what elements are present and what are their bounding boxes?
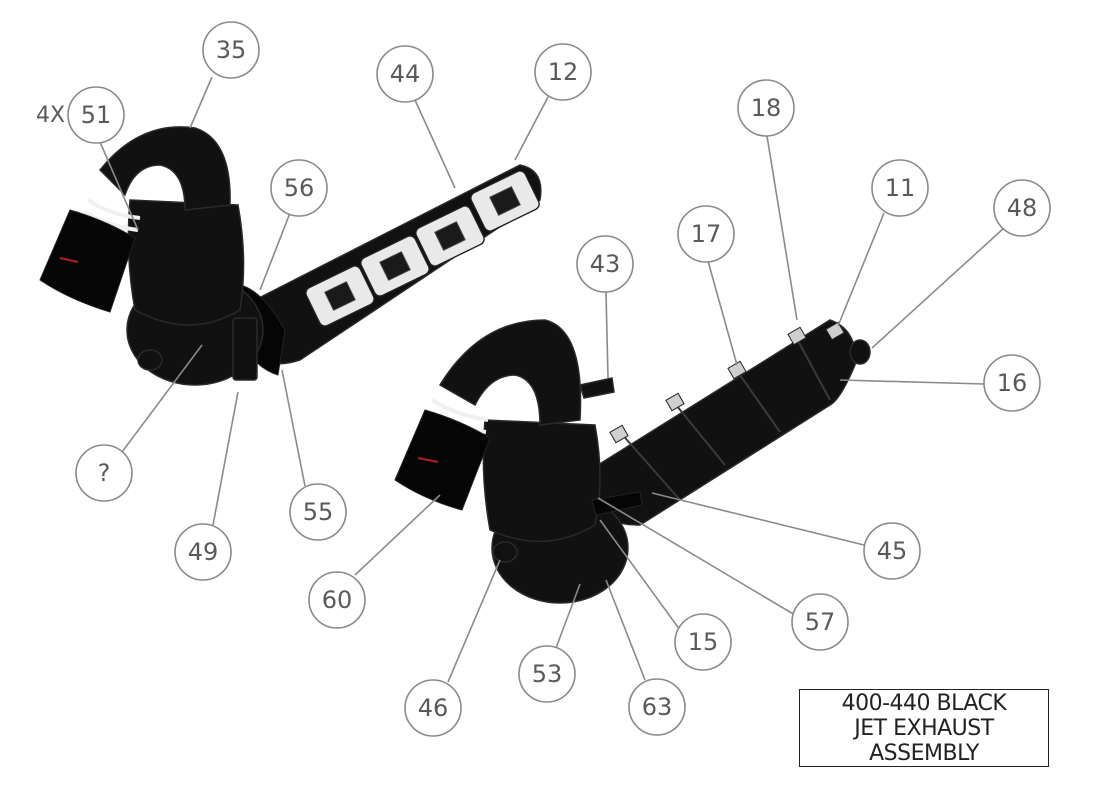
leader-question xyxy=(121,344,203,453)
right-exhaust-assembly xyxy=(394,319,871,604)
leader-18 xyxy=(766,135,798,321)
right-small-pipe xyxy=(591,491,643,516)
svg-text:44: 44 xyxy=(390,60,421,88)
svg-text:12: 12 xyxy=(548,58,579,86)
title-line-2: JET EXHAUST xyxy=(854,715,994,741)
right-sensor xyxy=(579,377,615,399)
svg-text:17: 17 xyxy=(691,220,722,248)
balloon-48: 48 xyxy=(993,179,1051,237)
svg-text:45: 45 xyxy=(877,537,908,565)
left-manifold-flanges xyxy=(305,170,540,327)
svg-text:49: 49 xyxy=(188,538,219,566)
left-bracket xyxy=(232,317,258,381)
leader-15 xyxy=(599,519,681,631)
right-bottom-fitting xyxy=(492,541,518,563)
leader-35 xyxy=(189,76,213,129)
balloon-49: 49 xyxy=(174,523,232,581)
svg-text:15: 15 xyxy=(688,628,719,656)
svg-text:18: 18 xyxy=(751,94,782,122)
left-upper-bend xyxy=(98,126,231,211)
right-upper-bend xyxy=(438,319,582,426)
svg-text:63: 63 xyxy=(642,693,673,721)
svg-text:57: 57 xyxy=(805,608,836,636)
leader-53 xyxy=(555,583,581,649)
svg-text:55: 55 xyxy=(303,498,334,526)
leader-44 xyxy=(414,99,456,189)
left-clamp-band xyxy=(86,198,141,220)
balloon-35: 35 xyxy=(202,21,260,79)
balloon-question: ? xyxy=(75,444,133,502)
svg-text:?: ? xyxy=(98,459,111,487)
svg-text:51: 51 xyxy=(81,101,112,129)
leader-49 xyxy=(212,391,239,526)
balloon-46: 46 xyxy=(404,679,462,737)
balloon-43: 43 xyxy=(576,235,634,293)
svg-text:43: 43 xyxy=(590,250,621,278)
balloon-12: 12 xyxy=(534,43,592,101)
right-outlet-port xyxy=(849,339,871,365)
quantity-note: 4X xyxy=(36,103,65,128)
leader-60 xyxy=(354,494,441,576)
left-outlet-tip xyxy=(39,209,136,313)
balloon-63: 63 xyxy=(628,678,686,736)
leader-16 xyxy=(839,379,985,385)
svg-text:16: 16 xyxy=(997,369,1028,397)
svg-text:46: 46 xyxy=(418,694,449,722)
title-line-3: ASSEMBLY xyxy=(869,740,979,766)
right-manifold-runners xyxy=(619,334,831,501)
leader-lines xyxy=(99,76,1005,683)
title-block: 400-440 BLACK JET EXHAUST ASSEMBLY xyxy=(799,689,1049,767)
balloon-55: 55 xyxy=(289,483,347,541)
balloon-11: 11 xyxy=(871,159,929,217)
svg-text:11: 11 xyxy=(885,174,916,202)
leader-45 xyxy=(651,492,865,546)
leader-46 xyxy=(447,559,501,683)
right-canister xyxy=(482,419,601,543)
leader-48 xyxy=(871,227,1005,349)
leader-51 xyxy=(99,141,139,231)
title-line-1: 400-440 BLACK xyxy=(841,690,1007,716)
left-exhaust-assembly xyxy=(39,126,542,386)
part-balloons: 35 51 44 12 56 18 11 48 17 43 16 ? 49 55… xyxy=(67,21,1051,737)
balloon-17: 17 xyxy=(677,205,735,263)
balloon-44: 44 xyxy=(376,45,434,103)
leader-17 xyxy=(707,260,738,366)
right-clamp-band xyxy=(430,398,489,422)
balloon-45: 45 xyxy=(863,522,921,580)
balloon-56: 56 xyxy=(270,159,328,217)
leader-11 xyxy=(837,212,885,327)
balloon-57: 57 xyxy=(791,593,849,651)
balloon-18: 18 xyxy=(737,79,795,137)
svg-text:48: 48 xyxy=(1007,194,1038,222)
leader-57 xyxy=(597,497,796,616)
right-mounting-tabs xyxy=(609,321,845,444)
left-bottom-fitting xyxy=(137,349,163,371)
leader-43 xyxy=(605,291,609,379)
balloon-15: 15 xyxy=(674,613,732,671)
balloon-60: 60 xyxy=(308,571,366,629)
svg-text:60: 60 xyxy=(322,586,353,614)
balloon-53: 53 xyxy=(518,645,576,703)
balloon-16: 16 xyxy=(983,354,1041,412)
leader-55 xyxy=(281,369,306,487)
balloon-51: 51 xyxy=(67,86,125,144)
right-outlet-tip xyxy=(394,409,491,511)
leader-56 xyxy=(259,212,291,291)
leader-63 xyxy=(605,579,646,681)
leader-12 xyxy=(514,96,549,161)
svg-text:35: 35 xyxy=(216,36,247,64)
svg-text:56: 56 xyxy=(284,174,315,202)
left-canister xyxy=(127,199,245,326)
svg-text:53: 53 xyxy=(532,660,563,688)
